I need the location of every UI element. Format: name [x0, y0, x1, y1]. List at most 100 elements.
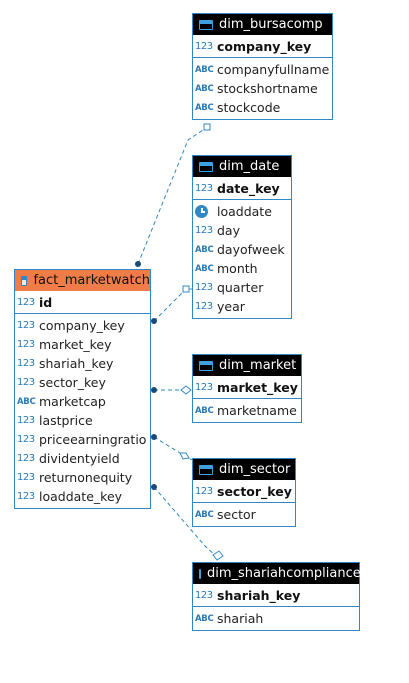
column-row[interactable]: 123 lastprice — [15, 411, 150, 430]
column-name: shariah — [217, 611, 264, 626]
table-icon — [199, 161, 213, 172]
column-row[interactable]: loaddate — [193, 202, 291, 221]
text-type-icon: ABC — [195, 83, 214, 94]
rel-market-dot — [151, 387, 157, 393]
key-icon: 123 — [195, 381, 213, 393]
table-header[interactable]: dim_sector — [193, 459, 295, 480]
primary-key-row[interactable]: 123 id — [15, 291, 150, 314]
column-row[interactable]: 123 returnonequity — [15, 468, 150, 487]
primary-key-row[interactable]: 123 shariah_key — [193, 584, 359, 607]
column-row[interactable]: 123 priceearningratio — [15, 430, 150, 449]
text-type-icon: ABC — [17, 396, 36, 407]
number-type-icon: 123 — [17, 358, 35, 369]
column-name: stockcode — [217, 100, 281, 115]
rel-shariah-end — [212, 550, 224, 561]
primary-key-name: company_key — [217, 38, 312, 54]
column-name: company_key — [39, 318, 125, 333]
primary-key-name: id — [39, 294, 53, 310]
number-type-icon: 123 — [17, 491, 35, 502]
column-name: month — [217, 261, 258, 276]
column-name: priceearningratio — [39, 432, 147, 447]
column-row[interactable]: 123 sector_key — [15, 373, 150, 392]
column-name: market_key — [39, 337, 112, 352]
column-name: stockshortname — [217, 81, 318, 96]
rel-sector-dot — [151, 434, 157, 440]
text-type-icon: ABC — [195, 64, 214, 75]
table-title: dim_date — [219, 159, 280, 174]
column-name: dividentyield — [39, 451, 120, 466]
column-name: returnonequity — [39, 470, 133, 485]
column-name: loaddate — [217, 204, 272, 219]
table-title: dim_sector — [219, 462, 291, 477]
text-type-icon: ABC — [195, 244, 214, 255]
column-name: year — [217, 299, 245, 314]
text-type-icon: ABC — [195, 263, 214, 274]
clock-icon — [195, 205, 208, 218]
number-type-icon: 123 — [17, 415, 35, 426]
primary-key-row[interactable]: 123 company_key — [193, 35, 332, 58]
table-icon — [199, 360, 213, 371]
table-header[interactable]: dim_date — [193, 156, 291, 177]
rel-shariah-dot — [151, 484, 157, 490]
number-type-icon: 123 — [17, 320, 35, 331]
column-name: lastprice — [39, 413, 93, 428]
column-name: loaddate_key — [39, 489, 123, 504]
table-header[interactable]: dim_market — [193, 355, 301, 376]
number-type-icon: 123 — [17, 453, 35, 464]
table-icon — [21, 275, 28, 286]
table-header[interactable]: fact_marketwatch — [15, 270, 150, 291]
text-type-icon: ABC — [195, 102, 214, 113]
key-icon: 123 — [195, 589, 213, 601]
rel-date-end — [182, 285, 190, 293]
column-name: quarter — [217, 280, 264, 295]
number-type-icon: 123 — [17, 377, 35, 388]
column-row[interactable]: 123 dividentyield — [15, 449, 150, 468]
table-header[interactable]: dim_bursacomp — [193, 14, 332, 35]
rel-market-end — [180, 385, 192, 395]
column-name: sector_key — [39, 375, 106, 390]
column-row[interactable]: 123 loaddate_key — [15, 487, 150, 506]
table-title: fact_marketwatch — [33, 273, 150, 288]
table-dim-shariahcompliance[interactable]: dim_shariahcompliance 123 shariah_key ABC… — [192, 562, 361, 631]
table-header[interactable]: dim_shariahcompliance — [193, 563, 361, 584]
rel-company-dot — [135, 261, 141, 267]
key-icon: 123 — [195, 40, 213, 52]
key-icon: 123 — [17, 296, 35, 308]
column-name: sector — [217, 507, 256, 522]
table-fact-marketwatch[interactable]: fact_marketwatch 123 id 123 company_key 12… — [14, 269, 151, 509]
number-type-icon: 123 — [17, 434, 35, 445]
rel-date-dot — [151, 318, 157, 324]
rel-shariah — [153, 486, 219, 559]
primary-key-name: date_key — [217, 180, 280, 196]
column-name: marketname — [217, 403, 297, 418]
column-name: dayofweek — [217, 242, 285, 257]
rel-company-end — [203, 123, 211, 131]
table-title: dim_market — [219, 358, 297, 373]
column-row[interactable]: 123 company_key — [15, 316, 150, 335]
rel-date — [153, 288, 192, 322]
number-type-icon: 123 — [17, 472, 35, 483]
primary-key-name: shariah_key — [217, 587, 301, 603]
